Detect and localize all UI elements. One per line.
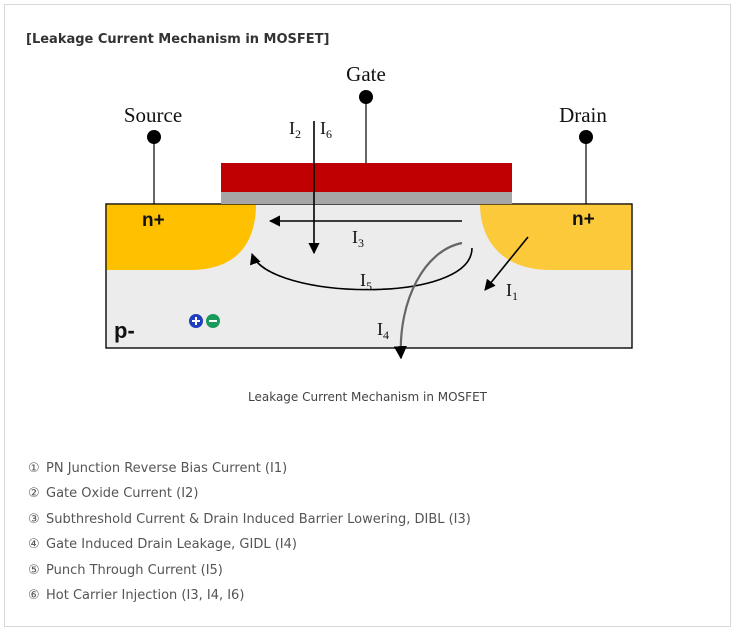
list-item-number: ⑥	[28, 587, 40, 603]
list-item-text: PN Junction Reverse Bias Current (I1)	[46, 461, 288, 476]
electron-icon	[206, 314, 220, 328]
figure-title: [Leakage Current Mechanism in MOSFET]	[26, 32, 330, 47]
i4-arrow	[393, 241, 463, 360]
drain-terminal-dot	[579, 130, 593, 144]
i1-arrow	[484, 236, 529, 291]
list-item: ② Gate Oxide Current (I2)	[28, 484, 471, 509]
list-item-text: Hot Carrier Injection (I3, I4, I6)	[46, 587, 245, 603]
gate-label: Gate	[346, 62, 386, 86]
list-item-text: Gate Induced Drain Leakage, GIDL (I4)	[46, 537, 297, 553]
mosfet-leakage-diagram: Gate Source Drain n+ n+ p- I2 I6 I3 I5 I…	[105, 62, 633, 360]
substrate-region-label: p-	[114, 318, 135, 343]
list-item: ③ Subthreshold Current & Drain Induced Ba…	[28, 510, 471, 535]
list-item-text: Punch Through Current (I5)	[46, 562, 223, 578]
i5-arrow	[250, 247, 473, 291]
source-terminal-dot	[147, 130, 161, 144]
list-item-number: ③	[28, 511, 40, 527]
drain-n-plus-region	[480, 204, 632, 270]
figure-caption: Leakage Current Mechanism in MOSFET	[248, 390, 487, 404]
list-item: ④ Gate Induced Drain Leakage, GIDL (I4)	[28, 535, 471, 560]
list-item-number: ④	[28, 537, 40, 553]
drain-region-label: n+	[572, 209, 595, 230]
list-item: ⑤ Punch Through Current (I5)	[28, 561, 471, 586]
i1-label: I1	[506, 280, 518, 303]
list-item-text: Subthreshold Current & Drain Induced Bar…	[46, 511, 471, 527]
i6-label: I6	[320, 118, 332, 141]
i4-label: I4	[377, 319, 389, 342]
drain-label: Drain	[559, 103, 607, 127]
list-item-number: ①	[28, 461, 40, 476]
list-item: ⑥ Hot Carrier Injection (I3, I4, I6)	[28, 586, 471, 611]
i5-label: I5	[360, 270, 372, 293]
gate-electrode	[221, 163, 512, 192]
gate-terminal-dot	[359, 90, 373, 104]
source-label: Source	[124, 103, 182, 127]
source-region-label: n+	[142, 210, 165, 231]
hole-icon	[189, 314, 203, 328]
mechanism-list: ① PN Junction Reverse Bias Current (I1) ②…	[28, 459, 471, 611]
list-item-number: ⑤	[28, 562, 40, 578]
gate-oxide	[221, 192, 512, 204]
list-item-number: ②	[28, 486, 40, 502]
i3-label: I3	[352, 227, 364, 250]
i2-label: I2	[289, 118, 301, 141]
source-n-plus-region	[106, 204, 256, 270]
list-item: ① PN Junction Reverse Bias Current (I1)	[28, 459, 471, 484]
list-item-text: Gate Oxide Current (I2)	[46, 486, 199, 502]
